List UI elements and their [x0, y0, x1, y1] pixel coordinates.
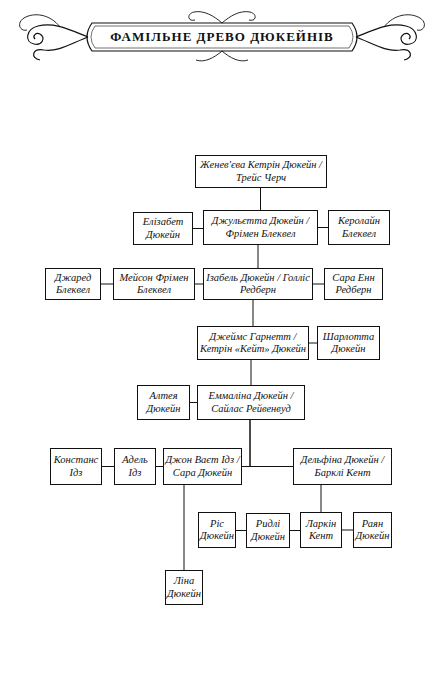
family-line: [253, 300, 254, 326]
person-text-group: Джаред Блеквел: [47, 272, 99, 296]
family-line: [258, 245, 259, 268]
person-box: Джеймс Гарнетт / Кетрін «Кейт» Дюкейн: [197, 326, 309, 360]
person-name: Дельфіна Дюкейн / Барклі Кент: [295, 454, 390, 478]
person-box: Ізабель Дюкейн / Голліс Редберн: [203, 268, 313, 300]
person-text-group: Раян Дюкейн: [355, 518, 390, 542]
person-box: Дельфіна Дюкейн / Барклі Кент: [293, 448, 392, 485]
bottom-flourish-left: [196, 51, 222, 61]
title-banner: [87, 23, 357, 51]
person-box: Ридлі Дюкейн: [246, 513, 290, 548]
person-text-group: Адель Ідз: [116, 454, 154, 478]
person-name: Шарлотта Дюкейн: [319, 331, 378, 355]
person-text-group: Женев'єва Кетрін Дюкейн / Трейс Черч: [197, 159, 325, 183]
person-name: Джаред Блеквел: [47, 272, 99, 296]
family-line: [318, 227, 328, 228]
person-text-group: Ларкін Кент: [302, 518, 340, 542]
person-text-group: Ізабель Дюкейн / Голліс Редберн: [205, 272, 311, 296]
person-box: Алтея Дюкейн: [137, 385, 190, 420]
person-box: Шарлотта Дюкейн: [317, 326, 380, 360]
person-name: Ліна Дюкейн: [167, 575, 201, 599]
family-line: [102, 466, 114, 467]
person-box: Адель Ідз: [114, 448, 156, 485]
person-name: Раян Дюкейн: [355, 518, 390, 542]
person-text-group: Дельфіна Дюкейн / Барклі Кент: [295, 454, 390, 478]
person-box: Сара Енн Редберн: [324, 268, 383, 300]
family-line: [290, 530, 300, 531]
bottom-flourish-right: [222, 51, 248, 61]
person-text-group: Шарлотта Дюкейн: [319, 331, 378, 355]
person-text-group: Ріс Дюкейн: [200, 518, 234, 542]
person-box: Ріс Дюкейн: [198, 512, 236, 548]
person-box: Керолайн Блеквел: [328, 210, 390, 245]
family-line: [321, 485, 322, 512]
family-line: [242, 420, 250, 467]
person-name: Адель Ідз: [116, 454, 154, 478]
person-name: Женев'єва Кетрін Дюкейн / Трейс Черч: [197, 159, 325, 183]
family-line: [190, 402, 197, 403]
person-text-group: Елізабет Дюкейн: [135, 216, 191, 240]
person-box: Раян Дюкейн: [353, 512, 392, 548]
person-box: Еммаліна Дюкейн / Сайлас Рейвенвуд: [197, 385, 305, 420]
family-line: [342, 530, 353, 531]
right-scroll-lower: [356, 37, 410, 60]
family-line: [260, 188, 261, 210]
top-flourish-right: [222, 12, 255, 23]
person-text-group: Еммаліна Дюкейн / Сайлас Рейвенвуд: [199, 390, 303, 414]
top-flourish-left: [189, 12, 222, 23]
right-flourish: [384, 15, 424, 31]
person-name: Джон Ваєт Ідз / Сара Дюкейн: [165, 454, 240, 478]
person-box: Ліна Дюкейн: [165, 570, 203, 605]
person-name: Джульєтта Дюкейн / Фрімен Блеквел: [205, 215, 316, 239]
family-line: [101, 284, 113, 285]
person-text-group: Ридлі Дюкейн: [248, 518, 288, 542]
person-box: Джон Ваєт Ідз / Сара Дюкейн: [163, 448, 242, 485]
person-text-group: Сара Енн Редберн: [326, 272, 381, 296]
diagram-title: ФАМІЛЬНЕ ДРЕВО ДЮКЕЙНІВ: [96, 27, 348, 47]
person-name: Ріс Дюкейн: [200, 518, 234, 542]
person-name: Сара Енн Редберн: [326, 272, 381, 296]
left-flourish: [20, 15, 60, 31]
person-text-group: Ліна Дюкейн: [167, 575, 201, 599]
person-text-group: Джульєтта Дюкейн / Фрімен Блеквел: [205, 215, 316, 239]
person-name: Алтея Дюкейн: [139, 390, 188, 414]
person-box: Женев'єва Кетрін Дюкейн / Трейс Черч: [195, 155, 327, 188]
family-line: [309, 343, 317, 344]
person-name: Констанс Ідз: [52, 454, 100, 478]
left-scroll-lower: [34, 37, 88, 60]
family-line: [236, 530, 246, 531]
person-text-group: Джон Ваєт Ідз / Сара Дюкейн: [165, 454, 240, 478]
person-box: Констанс Ідз: [50, 448, 102, 485]
family-line: [250, 420, 293, 467]
person-text-group: Мейсон Фрімен Блеквел: [115, 272, 193, 296]
person-text-group: Алтея Дюкейн: [139, 390, 188, 414]
person-name: Керолайн Блеквел: [330, 215, 388, 239]
title-banner-inner: [91, 26, 353, 48]
person-name: Ридлі Дюкейн: [248, 518, 288, 542]
person-text-group: Керолайн Блеквел: [330, 215, 388, 239]
person-name: Еммаліна Дюкейн / Сайлас Рейвенвуд: [199, 390, 303, 414]
person-name: Мейсон Фрімен Блеквел: [115, 272, 193, 296]
person-text-group: Констанс Ідз: [52, 454, 100, 478]
person-box: Джаред Блеквел: [45, 268, 101, 300]
person-box: Мейсон Фрімен Блеквел: [113, 268, 195, 300]
person-box: Елізабет Дюкейн: [133, 212, 193, 245]
person-text-group: Джеймс Гарнетт / Кетрін «Кейт» Дюкейн: [199, 331, 307, 355]
family-line: [313, 284, 324, 285]
person-box: Джульєтта Дюкейн / Фрімен Блеквел: [203, 210, 318, 245]
person-name: Ларкін Кент: [302, 518, 340, 542]
person-name: Джеймс Гарнетт / Кетрін «Кейт» Дюкейн: [199, 331, 307, 355]
family-line: [195, 284, 203, 285]
family-line: [184, 485, 185, 570]
person-name: Елізабет Дюкейн: [135, 216, 191, 240]
person-name: Ізабель Дюкейн / Голліс Редберн: [205, 272, 311, 296]
family-line: [251, 360, 252, 385]
person-box: Ларкін Кент: [300, 512, 342, 548]
family-line: [193, 228, 203, 229]
family-line: [156, 466, 163, 467]
